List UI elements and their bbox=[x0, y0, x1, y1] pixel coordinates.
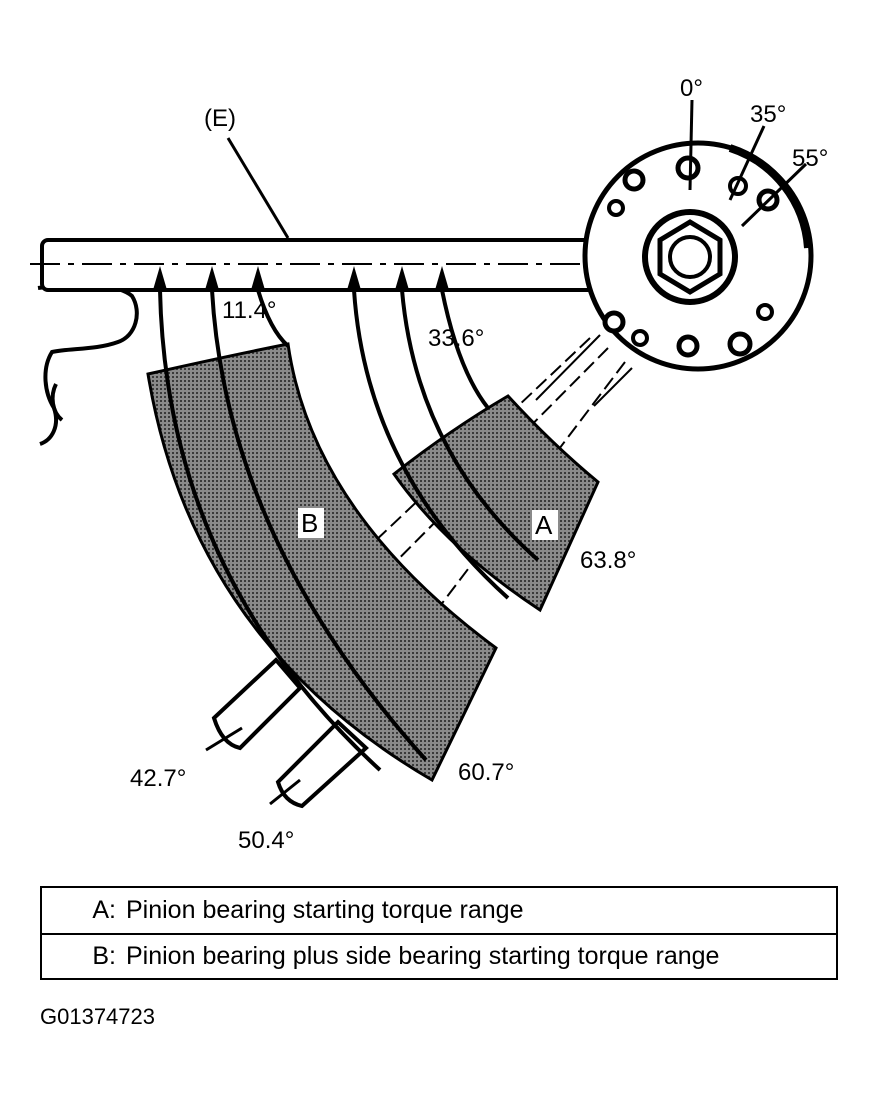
leader-lines bbox=[205, 99, 808, 806]
torque-range-diagram: (E) 0° 35° 55° 11.4° 33.6° 63.8° 42.7° 6… bbox=[30, 75, 828, 854]
reading-arcs bbox=[158, 289, 540, 772]
torque-wrench-bar bbox=[30, 238, 640, 292]
legend-text: Pinion bearing plus side bearing startin… bbox=[126, 942, 720, 970]
angle-label-35: 35° bbox=[750, 101, 786, 128]
angle-label-33-6: 33.6° bbox=[428, 325, 484, 352]
hand-illustration bbox=[37, 282, 139, 446]
zone-b-label: B bbox=[301, 508, 318, 538]
angle-label-60-7: 60.7° bbox=[458, 759, 514, 786]
zone-a-label: A bbox=[535, 510, 553, 540]
bar-label: (E) bbox=[204, 105, 236, 132]
angle-label-50-4: 50.4° bbox=[238, 827, 294, 854]
legend-text: Pinion bearing starting torque range bbox=[126, 896, 524, 924]
legend-key: B: bbox=[92, 942, 116, 970]
flange-assembly bbox=[582, 140, 814, 372]
figure-id: G01374723 bbox=[40, 1004, 155, 1029]
legend-key: A: bbox=[92, 896, 116, 924]
angle-label-11-4: 11.4° bbox=[222, 297, 277, 324]
wrench-handles bbox=[211, 657, 369, 809]
pointer-arrows bbox=[153, 266, 449, 290]
angle-label-63-8: 63.8° bbox=[580, 547, 636, 574]
angle-label-55: 55° bbox=[792, 145, 828, 172]
legend-row-b: B: Pinion bearing plus side bearing star… bbox=[42, 933, 836, 978]
angle-label-0: 0° bbox=[680, 75, 703, 102]
legend-table: A: Pinion bearing starting torque range … bbox=[40, 886, 838, 980]
legend-row-a: A: Pinion bearing starting torque range bbox=[42, 888, 836, 933]
angle-label-42-7: 42.7° bbox=[130, 765, 186, 792]
zone-b-shaded-arc bbox=[146, 342, 498, 783]
